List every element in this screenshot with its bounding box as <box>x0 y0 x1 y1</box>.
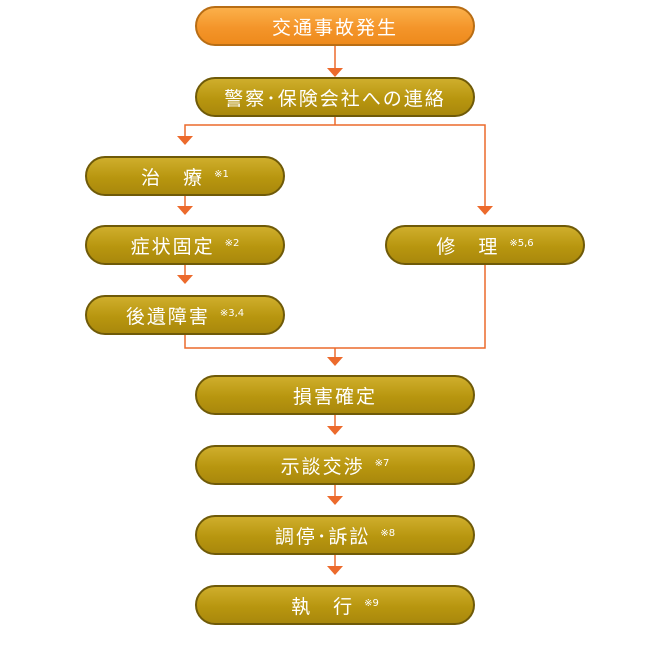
node-accident: 交通事故発生 <box>195 6 475 46</box>
node-fixed-note: ※2 <box>224 237 240 249</box>
arrowhead-fixed <box>177 206 193 215</box>
node-aftereffect-label: 後遺障害 <box>125 305 210 328</box>
arrowhead-repair <box>477 206 493 215</box>
node-accident-label: 交通事故発生 <box>271 16 398 39</box>
node-contact-label: 警察･保険会社への連絡 <box>224 87 446 110</box>
node-treatment: 治 療 ※1 <box>85 156 285 196</box>
node-settlement: 示談交渉 ※7 <box>195 445 475 485</box>
node-aftereffect: 後遺障害 ※3,4 <box>85 295 285 335</box>
arrowhead-settlement <box>327 426 343 435</box>
node-settlement-label: 示談交渉 <box>280 455 365 478</box>
node-repair-label: 修 理 <box>436 235 500 258</box>
node-execution-label: 執 行 <box>291 595 355 618</box>
node-fixed: 症状固定 ※2 <box>85 225 285 265</box>
arrowhead-damage <box>327 357 343 366</box>
arrowhead-execution <box>327 566 343 575</box>
arrowhead-mediation <box>327 496 343 505</box>
arrowhead-contact <box>327 68 343 77</box>
node-damage: 損害確定 <box>195 375 475 415</box>
node-mediation: 調停･訴訟 ※8 <box>195 515 475 555</box>
node-execution-note: ※9 <box>364 597 379 609</box>
node-repair: 修 理 ※5,6 <box>385 225 585 265</box>
arrowhead-treatment <box>177 136 193 145</box>
node-repair-note: ※5,6 <box>509 237 534 249</box>
node-aftereffect-note: ※3,4 <box>219 307 245 319</box>
arrowhead-aftereffect <box>177 275 193 284</box>
node-damage-label: 損害確定 <box>292 385 377 408</box>
node-contact: 警察･保険会社への連絡 <box>195 77 475 117</box>
node-execution: 執 行 ※9 <box>195 585 475 625</box>
node-treatment-label: 治 療 <box>141 166 205 189</box>
node-mediation-note: ※8 <box>380 527 396 539</box>
node-mediation-label: 調停･訴訟 <box>274 525 371 548</box>
node-treatment-note: ※1 <box>214 168 229 180</box>
connector-branch-treatment <box>184 124 486 206</box>
node-fixed-label: 症状固定 <box>130 235 215 258</box>
node-settlement-note: ※7 <box>374 457 390 469</box>
